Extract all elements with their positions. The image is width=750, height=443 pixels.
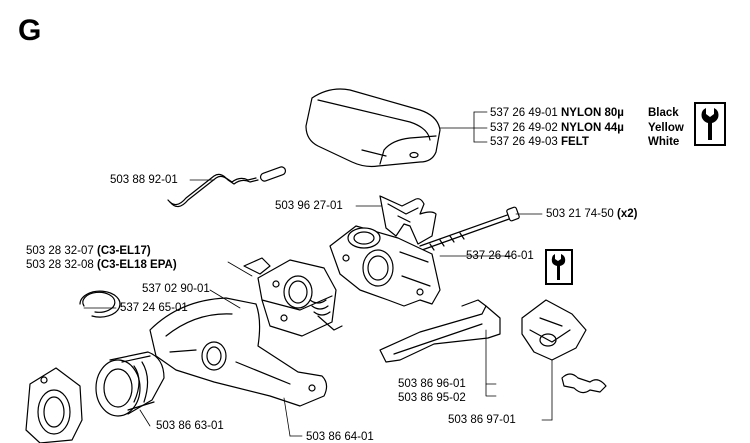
leader-lines xyxy=(83,111,553,437)
carb-base-drawing xyxy=(329,225,441,307)
label-clip-ring: 537 24 65-01 xyxy=(120,302,188,314)
label-carb-base: 537 26 46-01 xyxy=(466,250,534,262)
label-lever-spring: 503 86 97-01 xyxy=(448,414,516,426)
filter-row-2-color: Yellow xyxy=(648,122,684,134)
tool-box-2 xyxy=(545,249,573,285)
air-filter-holder-drawing xyxy=(379,195,437,245)
trigger-drawing xyxy=(379,299,501,363)
tool-box-1 xyxy=(694,102,726,146)
intake-hose-drawing xyxy=(95,351,165,417)
filter-row-2: 537 26 49-02 NYLON 44µ xyxy=(490,122,624,134)
filter-row-1-color: Black xyxy=(648,107,679,119)
label-choke-rod: 503 88 92-01 xyxy=(110,174,178,186)
section-letter: G xyxy=(18,14,42,47)
intake-pipe-drawing xyxy=(149,297,328,407)
label-trigger-1: 503 86 96-01 xyxy=(398,378,466,390)
label-carburetor-b: 503 28 32-08 (C3-EL18 EPA) xyxy=(26,259,177,271)
intake-flange-drawing xyxy=(25,367,83,443)
screw-drawing xyxy=(419,206,520,251)
lever-spring-drawing xyxy=(561,373,607,394)
lever-housing-drawing xyxy=(521,299,587,361)
label-trigger-2: 503 86 95-02 xyxy=(398,392,466,404)
choke-rod-drawing xyxy=(167,166,287,208)
wrench-icon xyxy=(701,108,719,140)
label-intake-pipe: 503 86 64-01 xyxy=(306,431,374,443)
label-carburetor-a: 503 28 32-07 (C3-EL17) xyxy=(26,245,151,257)
filter-row-3: 537 26 49-03 FELT xyxy=(490,136,589,148)
label-intake-hose: 503 86 63-01 xyxy=(156,420,224,432)
filter-row-1: 537 26 49-01 NYLON 80µ xyxy=(490,107,624,119)
wrench-icon xyxy=(551,254,566,280)
label-gasket: 537 02 90-01 xyxy=(142,283,210,295)
clip-ring-drawing xyxy=(79,290,121,318)
label-screw: 503 21 74-50 (x2) xyxy=(546,208,638,220)
carburetor-drawing xyxy=(243,257,343,337)
label-air-filter-holder: 503 96 27-01 xyxy=(275,200,343,212)
air-filter-cover-drawing xyxy=(305,88,441,168)
filter-row-3-color: White xyxy=(648,136,680,148)
